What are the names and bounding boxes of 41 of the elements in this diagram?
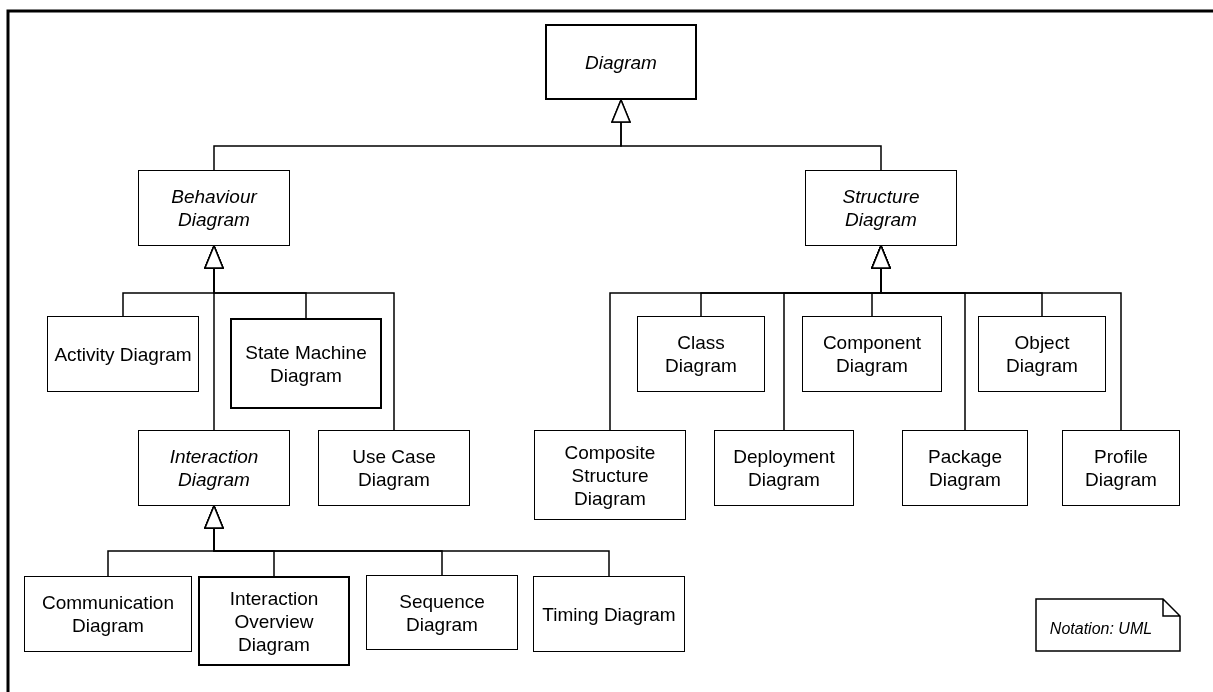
class-name: Package Diagram bbox=[927, 445, 1003, 491]
class-name: Interaction Diagram bbox=[168, 445, 260, 491]
class-name: Structure Diagram bbox=[841, 185, 921, 231]
class-name: Profile Diagram bbox=[1084, 445, 1158, 491]
class-name: Component Diagram bbox=[821, 331, 923, 377]
class-box bbox=[534, 430, 686, 520]
class-box bbox=[1062, 430, 1180, 506]
class-box bbox=[802, 316, 942, 392]
class-box bbox=[198, 576, 350, 666]
generalization-arrow bbox=[204, 505, 610, 577]
class-name: Deployment Diagram bbox=[732, 445, 836, 491]
class-name: Object Diagram bbox=[1005, 331, 1079, 377]
note-shape bbox=[1035, 598, 1181, 652]
class-box bbox=[318, 430, 470, 506]
class-box bbox=[978, 316, 1106, 392]
class-box bbox=[805, 170, 957, 246]
class-box bbox=[714, 430, 854, 506]
class-box bbox=[230, 318, 382, 409]
class-name: Timing Diagram bbox=[541, 602, 677, 626]
class-name: Behaviour Diagram bbox=[170, 185, 259, 231]
class-name: Diagram bbox=[584, 50, 658, 74]
class-name: Activity Diagram bbox=[53, 342, 193, 366]
class-name: Sequence Diagram bbox=[398, 589, 486, 636]
class-box bbox=[138, 170, 290, 246]
class-name: Communication Diagram bbox=[41, 591, 175, 637]
class-box bbox=[366, 575, 518, 650]
class-name: Use Case Diagram bbox=[351, 445, 437, 491]
class-name: Composite Structure Diagram bbox=[563, 440, 657, 510]
class-name: State Machine Diagram bbox=[244, 340, 368, 387]
class-name: Class Diagram bbox=[664, 331, 738, 377]
generalization-arrow bbox=[611, 99, 882, 171]
class-box bbox=[637, 316, 765, 392]
note-text: Notation: UML bbox=[1048, 618, 1154, 639]
class-box bbox=[24, 576, 192, 652]
generalization-arrow bbox=[204, 245, 395, 431]
class-box bbox=[902, 430, 1028, 506]
class-box bbox=[533, 576, 685, 652]
class-name: Interaction Overview Diagram bbox=[228, 586, 320, 656]
class-box bbox=[545, 24, 697, 100]
class-box bbox=[47, 316, 199, 392]
class-box bbox=[138, 430, 290, 506]
